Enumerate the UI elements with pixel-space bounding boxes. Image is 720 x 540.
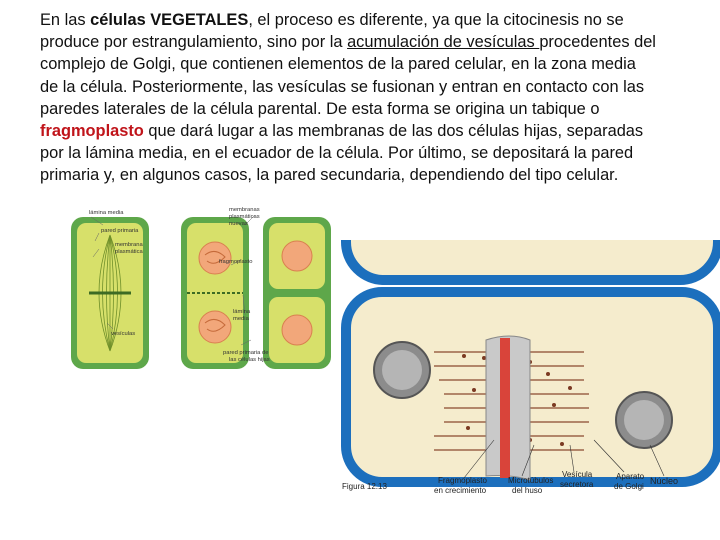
figure-number: Figura 12.13 — [342, 482, 387, 491]
svg-text:media: media — [233, 316, 250, 322]
label-aparato-golgi: Aparato — [616, 472, 645, 481]
neighbor-cell-top — [341, 240, 720, 285]
label-lamina: lámina — [233, 309, 251, 315]
label-fragmoplasto-crecimiento: Fragmoplasto — [438, 476, 487, 485]
text-line-8: primaria y, en algunos casos, la pared s… — [40, 166, 619, 185]
daughter-nucleus-top — [281, 240, 313, 272]
svg-text:plasmáticas: plasmáticas — [229, 214, 260, 220]
text-line-3: complejo de Golgi, que contienen element… — [40, 55, 636, 74]
fragmoplast-growing — [485, 335, 531, 481]
term-acumulacion-vesiculas: acumulación de vesículas — [347, 33, 540, 52]
nucleus-left — [373, 341, 431, 399]
label-nucleo: Núcleo — [650, 476, 678, 486]
label-microtubulos: Microtúbulos — [508, 476, 553, 485]
body-paragraph: En las células VEGETALES, el proceso es … — [40, 9, 720, 187]
daughter-nucleus-bottom — [281, 314, 313, 346]
svg-text:plasmática: plasmática — [115, 249, 143, 255]
term-celulas-vegetales: células VEGETALES — [90, 11, 249, 29]
svg-text:secretora: secretora — [560, 480, 594, 489]
plant-cytokinesis-stages-figure: lámina media pared primaria membrana pla… — [71, 207, 331, 369]
cell-stage-3 — [263, 217, 331, 369]
nucleus-top — [198, 241, 232, 275]
svg-text:en crecimiento: en crecimiento — [434, 486, 487, 495]
label-vesicula-secretora: Vesícula — [562, 470, 593, 479]
fragmoplast-cell-figure: Figura 12.13 Fragmoplasto en crecimiento… — [334, 240, 720, 498]
text-line-5: paredes laterales de la célula parental.… — [40, 99, 600, 118]
label-pared-primaria: pared primaria — [101, 228, 139, 234]
svg-text:del huso: del huso — [512, 486, 543, 495]
label-lamina-media: lámina media — [89, 210, 124, 216]
text-line-1: En las células VEGETALES, el proceso es … — [40, 11, 624, 29]
svg-text:las células hijas: las células hijas — [229, 357, 270, 363]
svg-text:de Golgi: de Golgi — [614, 482, 644, 491]
text-line-6: fragmoplasto que dará lugar a las membra… — [40, 122, 644, 141]
cell-stage-1 — [71, 217, 149, 369]
nucleus-bottom — [198, 310, 232, 344]
label-pared-hijas: pared primaria de — [223, 350, 268, 356]
svg-text:nuevas: nuevas — [229, 221, 248, 227]
text-line-2: produce por estrangulamiento, sino por l… — [40, 33, 656, 52]
cell-stage-2 — [181, 217, 249, 369]
term-fragmoplasto: fragmoplasto — [40, 122, 144, 141]
label-membranas-nuevas: membranas — [229, 207, 260, 213]
nucleus-right — [615, 391, 673, 449]
label-membrana: membrana — [115, 242, 143, 248]
text-line-7: por la lámina media, en el ecuador de la… — [40, 144, 634, 163]
text-line-4: de la célula. Posteriormente, las vesícu… — [40, 77, 645, 96]
label-vesiculas: vesículas — [111, 331, 135, 337]
label-fragmoplasto: fragmoplasto — [219, 259, 253, 265]
